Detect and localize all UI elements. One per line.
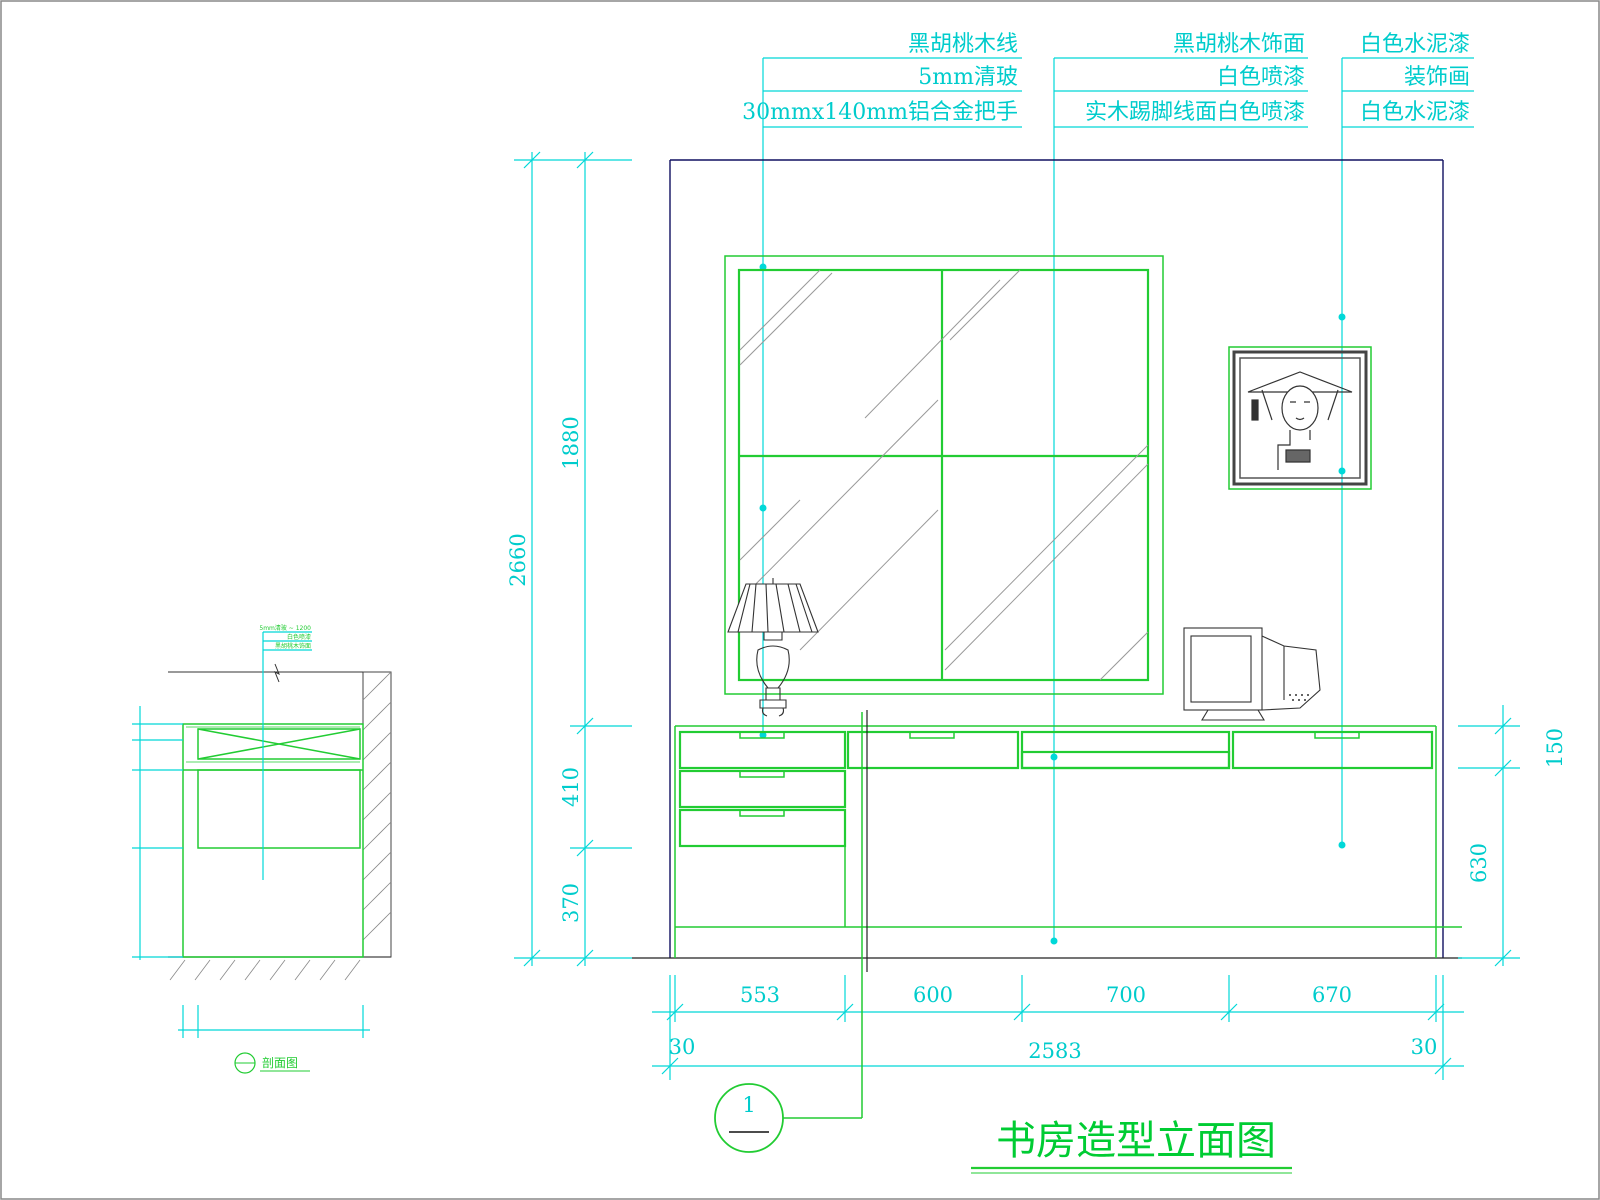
callout-group-middle: 黑胡桃木饰面 白色喷漆 实木踢脚线面白色喷漆: [1053, 32, 1308, 942]
table-lamp: [727, 578, 819, 717]
decorative-painting: [1228, 346, 1372, 490]
dim-width-4: 670: [1312, 983, 1352, 1007]
dim-height-middle: 410: [559, 767, 583, 807]
callout-right-1: 白色水泥漆: [1360, 32, 1470, 57]
painting-figure: [1247, 371, 1353, 470]
vertical-dimensions-right: 150 630: [1458, 705, 1567, 967]
callout-middle-3: 实木踢脚线面白色喷漆: [1085, 100, 1305, 125]
section-marker: 1: [714, 712, 863, 1153]
drawer-handles: [739, 731, 1360, 817]
callout-middle-1: 黑胡桃木饰面: [1173, 32, 1305, 57]
dim-right-upper: 150: [1543, 728, 1567, 768]
glass-window: [724, 255, 1164, 695]
section-marker-number: 1: [742, 1093, 755, 1117]
drawing-title: 书房造型立面图: [971, 1118, 1292, 1174]
callout-left-3: 30mmx140mm铝合金把手: [742, 100, 1018, 125]
wall-outline: [632, 159, 1462, 959]
detail-caption: 剖面图: [262, 1056, 298, 1070]
dim-height-upper: 1880: [559, 416, 583, 469]
callout-left-2: 5mm清玻: [918, 65, 1018, 90]
callout-middle-2: 白色喷漆: [1217, 65, 1305, 90]
glass-reflection-lines: [739, 269, 1149, 681]
detail-note-1: 5mm清玻 ~ 1200: [259, 624, 311, 632]
floor-hatch: [169, 959, 361, 981]
dim-overall-width: 2583: [1028, 1039, 1081, 1063]
wall-hatch: [362, 671, 392, 941]
leader-dots: [759, 263, 1346, 945]
callout-right-3: 白色水泥漆: [1360, 100, 1470, 125]
callout-group-left: 黑胡桃木线 5mm清玻 30mmx140mm铝合金把手: [742, 32, 1022, 735]
edge-hatch: [186, 726, 360, 763]
desk-cabinet: [674, 725, 1462, 958]
drawing-title-text: 书房造型立面图: [996, 1118, 1276, 1164]
vertical-dimensions-left: 2660 1880 410 370: [506, 151, 632, 967]
computer-monitor: [1183, 627, 1321, 721]
detail-note-3: 黑胡桃木饰面: [275, 642, 311, 650]
dim-height-lower: 370: [559, 883, 583, 923]
callout-left-1: 黑胡桃木线: [908, 32, 1018, 57]
dim-width-3: 700: [1106, 983, 1146, 1007]
dim-height-total: 2660: [506, 533, 530, 586]
callout-right-2: 装饰画: [1404, 65, 1470, 90]
horizontal-dimensions: 553 600 700 670 30 2583 30: [652, 975, 1464, 1080]
dim-width-2: 600: [913, 983, 953, 1007]
detail-note-2: 白色喷漆: [287, 633, 311, 641]
dim-margin-right: 30: [1411, 1035, 1438, 1059]
dim-margin-left: 30: [669, 1035, 696, 1059]
callout-group-right: 白色水泥漆 装饰画 白色水泥漆: [1341, 32, 1474, 845]
dim-right-lower: 630: [1467, 843, 1491, 883]
dim-width-1: 553: [740, 983, 780, 1007]
section-detail: 5mm清玻 ~ 1200 白色喷漆 黑胡桃木饰面 剖面图: [132, 624, 392, 1074]
